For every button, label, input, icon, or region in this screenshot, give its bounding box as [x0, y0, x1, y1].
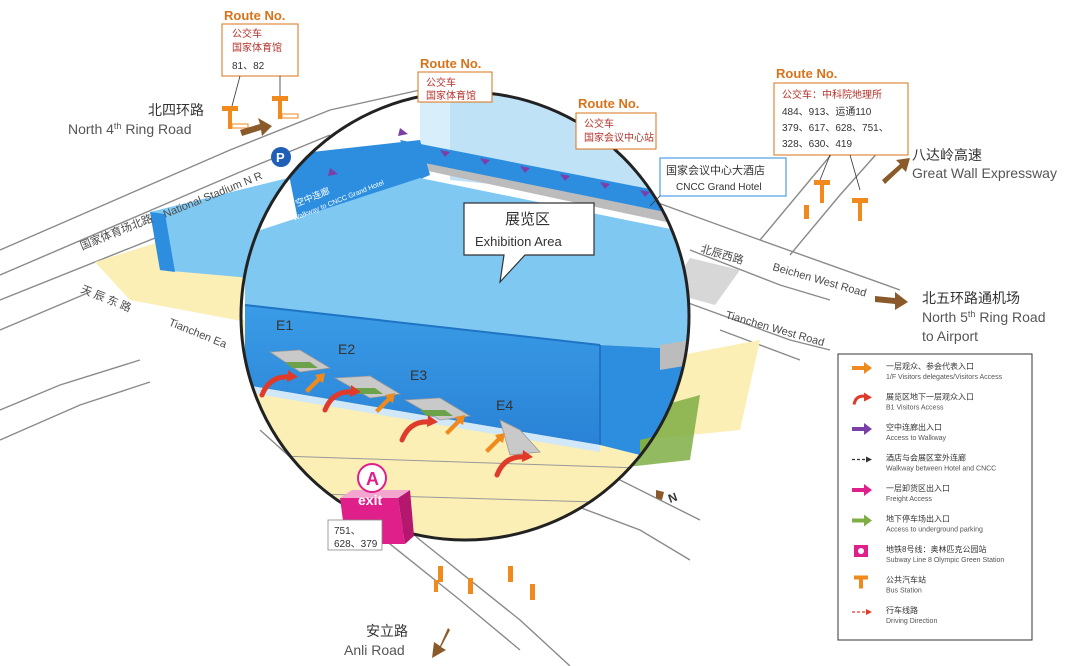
route-1-line1: 公交车 — [232, 27, 262, 40]
route-box-4: Route No. 公交车：中科院地理所 484、913、运通110 379、6… — [773, 66, 909, 191]
legend: 一层观众、参会代表入口 1/F Visitors delegates/Visito… — [837, 353, 1033, 641]
legend-item-en: Bus Station — [886, 588, 922, 595]
hotel-zh: 国家会议中心大酒店 — [666, 163, 765, 177]
legend-item: 地下停车场出入口 Access to underground parking — [852, 514, 983, 534]
road-beichen-en: Beichen West Road — [771, 261, 868, 299]
route-box-1: Route No. 公交车 国家体育馆 81、82 — [221, 8, 299, 107]
exhibition-wall-front — [245, 305, 600, 445]
road-tianchen-en: Tianchen Ea — [167, 317, 229, 351]
road-anli-en: Anli Road — [344, 642, 405, 658]
bus-stop-icons — [222, 96, 868, 600]
entrance-arrows-red — [259, 374, 528, 478]
road-north5-zh: 北五环路通机场 — [922, 290, 1020, 306]
legend-item-en: 1/F Visitors delegates/Visitors Access — [886, 374, 1003, 381]
road-north4-zh: 北四环路 — [148, 102, 204, 118]
orange-arrow-icon — [852, 362, 872, 374]
exhibition-callout: 展览区 Exhibition Area — [463, 202, 595, 284]
subway-exit-label: exit — [358, 492, 382, 508]
route-2-line1: 公交车 — [426, 76, 456, 89]
hall-label-e3: E3 — [410, 367, 427, 383]
subway-exit-nums-2: 628、379 — [334, 539, 378, 550]
dashed-arrow-icon — [852, 456, 872, 463]
route-4-nums-1: 484、913、运通110 — [782, 106, 872, 118]
hotel-label: 国家会议中心大酒店 CNCC Grand Hotel — [649, 157, 787, 207]
legend-item-en: Walkway between Hotel and CNCC — [886, 466, 996, 473]
route-1-line2: 国家体育馆 — [232, 41, 282, 54]
road-greatwall-zh: 八达岭高速 — [912, 147, 982, 163]
route-4-line1: 公交车：中科院地理所 — [782, 88, 882, 101]
legend-item-en: Freight Access — [886, 496, 932, 503]
legend-item-zh: 一层观众、参会代表入口 — [886, 361, 974, 371]
route-box-2: Route No. 公交车 国家体育馆 — [417, 56, 493, 103]
route-title-2: Route No. — [420, 56, 481, 71]
legend-item-zh: 展览区地下一层观众入口 — [886, 392, 974, 402]
road-north5-en-airport: to Airport — [922, 328, 978, 344]
legend-item-zh: 一层卸货区出入口 — [886, 483, 950, 493]
hall-label-e1: E1 — [276, 317, 293, 333]
route-2-line2: 国家体育馆 — [426, 89, 476, 102]
route-title-3: Route No. — [578, 96, 639, 111]
legend-item-en: Driving Direction — [886, 618, 937, 625]
hall-label-e4: E4 — [496, 397, 513, 413]
legend-item: 行车线路 Driving Direction — [852, 605, 937, 625]
route-3-line1: 公交车 — [584, 117, 614, 130]
pink-arrow-icon — [852, 484, 872, 496]
entrance-arrows-orange — [305, 373, 505, 453]
subway-exit-letter: A — [366, 469, 379, 489]
road-greatwall-en: Great Wall Expressway — [912, 165, 1057, 181]
legend-item-en: Access to Walkway — [886, 435, 947, 442]
legend-item: 一层卸货区出入口 Freight Access — [852, 483, 950, 503]
route-3-line2: 国家会议中心站 — [584, 131, 654, 144]
legend-item: 空中连廊出入口 Access to Walkway — [852, 422, 947, 442]
route-4-nums-2: 379、617、628、751、 — [782, 123, 889, 134]
legend-item: 地铁8号线：奥林匹克公园站 Subway Line 8 Olympic Green… — [854, 544, 1004, 564]
exhibition-en: Exhibition Area — [475, 234, 562, 249]
svg-text:P: P — [276, 150, 285, 165]
road-north5-en: North 5th Ring Road — [922, 309, 1045, 325]
exhibition-zh: 展览区 — [505, 211, 550, 228]
legend-item-en: Subway Line 8 Olympic Green Station — [886, 557, 1004, 564]
road-anli-zh: 安立路 — [366, 623, 408, 639]
hall-label-e2: E2 — [338, 341, 355, 357]
purple-arrow-icon — [852, 423, 872, 435]
green-arrow-icon — [852, 514, 872, 527]
legend-item-zh: 空中连廊出入口 — [886, 422, 942, 432]
route-1-nums: 81、82 — [232, 61, 265, 72]
legend-item-zh: 公共汽车站 — [886, 575, 926, 585]
bus-stop-icon — [854, 575, 868, 589]
red-curved-arrow-icon — [852, 392, 872, 405]
legend-item-en: B1 Visitors Access — [886, 405, 944, 412]
hotel-en: CNCC Grand Hotel — [676, 182, 762, 193]
lens-view — [241, 92, 689, 540]
road-stadium-zh: 国家体育场北路 — [78, 211, 155, 253]
legend-item: 一层观众、参会代表入口 1/F Visitors delegates/Visito… — [852, 361, 1003, 381]
route-box-3: Route No. 公交车 国家会议中心站 — [575, 96, 657, 150]
legend-item: 公共汽车站 Bus Station — [854, 575, 926, 595]
route-title-1: Route No. — [224, 8, 285, 23]
legend-item-zh: 行车线路 — [886, 605, 918, 615]
route-4-nums-3: 328、630、419 — [782, 139, 852, 150]
subway-exit-nums-1: 751、 — [334, 526, 361, 537]
subway-exit-a: A exit 751、 628、379 — [327, 463, 414, 551]
road-tianchen-west: Tianchen West Road — [724, 309, 825, 349]
road-north4-en: North 4th Ring Road — [68, 121, 191, 137]
parking-icon: P — [271, 147, 291, 167]
legend-item: 展览区地下一层观众入口 B1 Visitors Access — [852, 392, 974, 412]
driving-direction-icon — [852, 609, 872, 615]
legend-item-zh: 酒店与会展区室外连廊 — [886, 453, 966, 463]
legend-item: 酒店与会展区室外连廊 Walkway between Hotel and CNCC — [852, 453, 996, 473]
legend-item-en: Access to underground parking — [886, 527, 983, 534]
legend-item-zh: 地铁8号线：奥林匹克公园站 — [886, 544, 986, 554]
subway-icon — [854, 545, 868, 557]
direction-arrows — [240, 118, 910, 658]
route-title-4: Route No. — [776, 66, 837, 81]
legend-item-zh: 地下停车场出入口 — [886, 514, 950, 524]
